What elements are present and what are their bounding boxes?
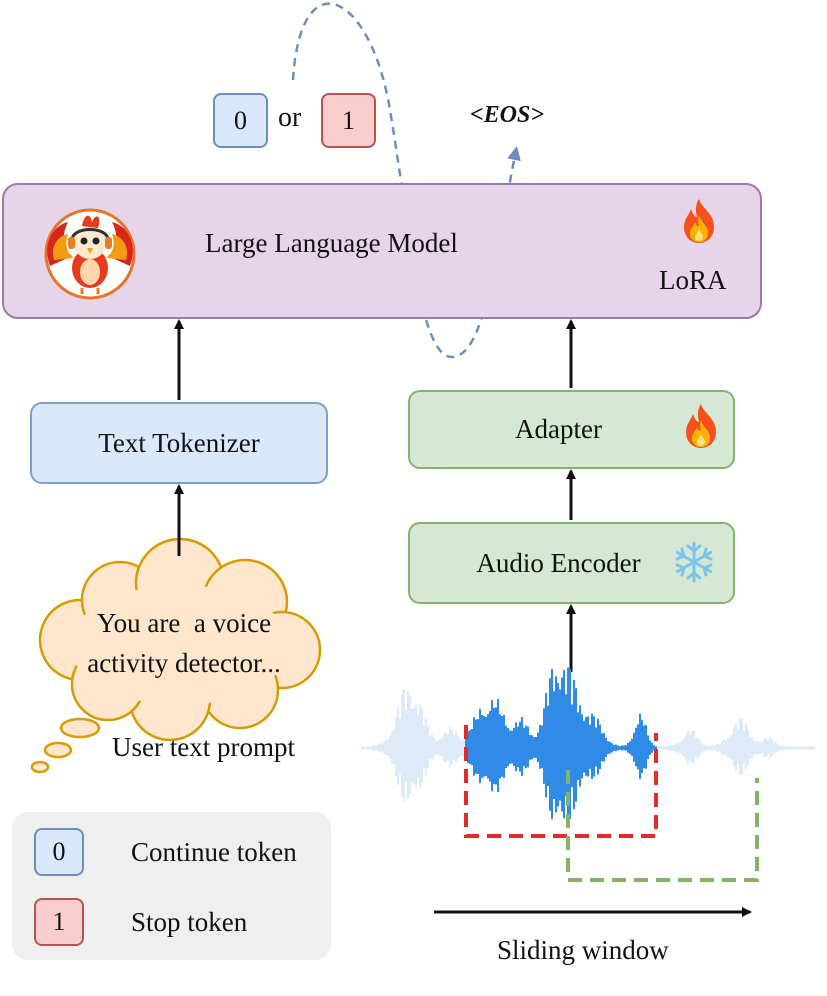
window-next [566, 770, 759, 882]
eos-label: <EOS> [470, 102, 545, 128]
thought-bubble [30, 760, 50, 774]
text-tokenizer-label: Text Tokenizer [98, 427, 260, 458]
llm-title: Large Language Model [205, 228, 458, 258]
stop-token-output: 1 [321, 93, 376, 148]
snowflake-icon [675, 541, 713, 583]
sliding-window-label: Sliding window [497, 935, 669, 965]
fire-icon [684, 199, 714, 243]
thought-bubble [59, 717, 101, 739]
lora-label: LoRA [659, 265, 727, 295]
legend-continue-token: 0 [34, 828, 84, 876]
text-tokenizer-block: Text Tokenizer [30, 402, 328, 484]
audio-encoder-label: Audio Encoder [476, 547, 641, 578]
thought-bubble [43, 741, 73, 759]
audio-encoder-block: Audio Encoder [408, 522, 735, 604]
phoenix-logo [44, 208, 136, 300]
prompt-text: You are a voice activity detector... [64, 603, 304, 683]
fire-icon [686, 404, 716, 448]
thought-cloud [38, 537, 322, 742]
legend-stop-label: Stop token [131, 907, 248, 937]
legend-continue-label: Continue token [131, 837, 297, 867]
adapter-label: Adapter [515, 414, 602, 444]
or-label: or [278, 102, 302, 133]
user-prompt-caption: User text prompt [112, 732, 295, 762]
window-current [464, 725, 658, 838]
audio-waveform [361, 667, 815, 821]
prompt-line-1: You are a voice [96, 608, 272, 638]
continue-token-output: 0 [213, 93, 268, 148]
adapter-block: Adapter [408, 390, 735, 469]
legend-stop-token: 1 [34, 898, 84, 946]
prompt-line-2: activity detector... [87, 648, 281, 678]
